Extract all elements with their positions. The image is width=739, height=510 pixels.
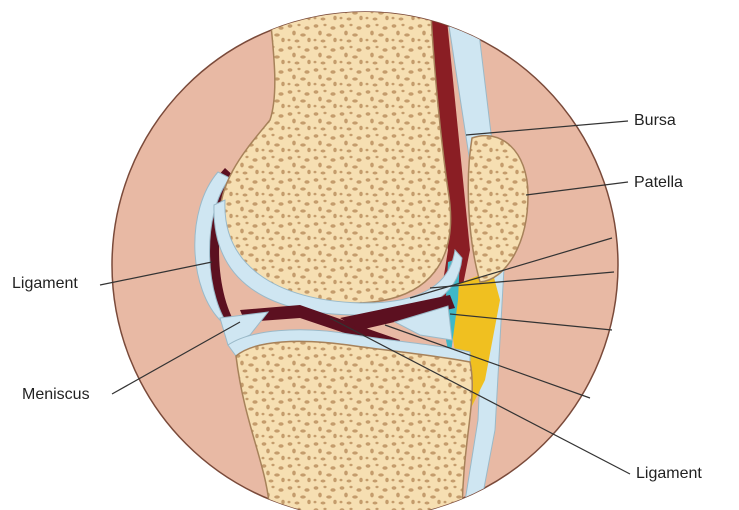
- label-meniscus: Meniscus: [22, 386, 90, 404]
- label-bursa: Bursa: [634, 112, 676, 130]
- tibia: [236, 341, 472, 510]
- label-ligament-right: Ligament: [636, 465, 702, 483]
- label-ligament-left: Ligament: [12, 275, 78, 293]
- label-patella: Patella: [634, 174, 683, 192]
